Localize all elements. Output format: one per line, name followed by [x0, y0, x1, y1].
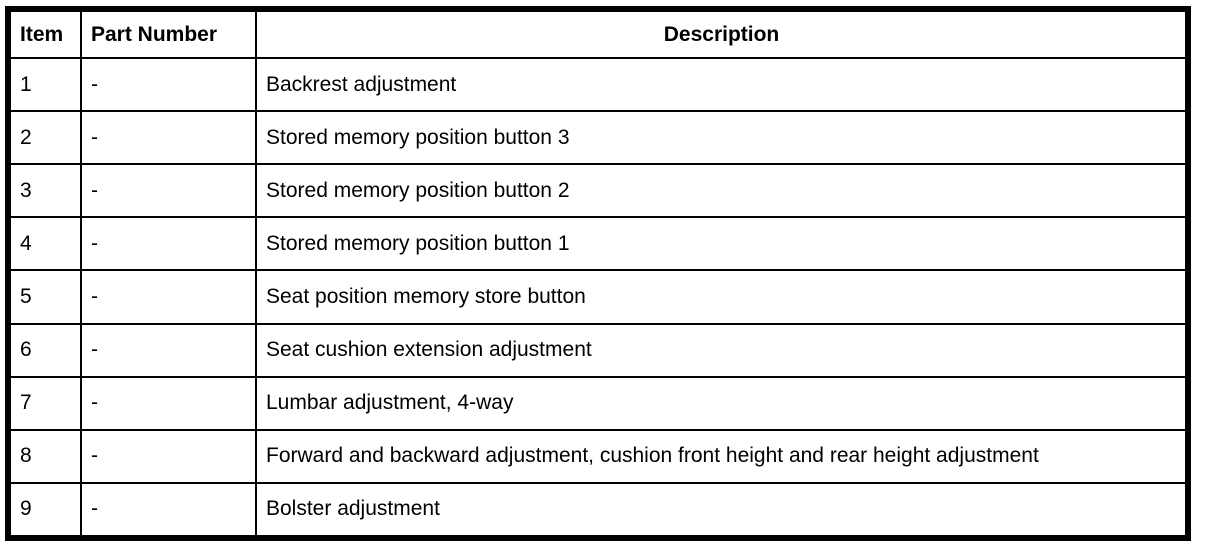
column-header-part-number: Part Number [80, 10, 257, 59]
part-number-cell: - [80, 269, 257, 325]
description-cell: Seat position memory store button [255, 269, 1187, 325]
description-cell: Seat cushion extension adjustment [255, 322, 1187, 378]
table-body: 1 - Backrest adjustment 2 - Stored memor… [9, 56, 1187, 538]
description-cell: Forward and backward adjustment, cushion… [255, 428, 1187, 484]
part-number-cell: - [80, 375, 257, 431]
description-cell: Stored memory position button 3 [255, 110, 1187, 166]
table-header-row: Item Part Number Description [9, 10, 1187, 59]
part-number-cell: - [80, 481, 257, 538]
table-row: 8 - Forward and backward adjustment, cus… [9, 428, 1187, 484]
table-row: 3 - Stored memory position button 2 [9, 163, 1187, 219]
part-number-cell: - [80, 163, 257, 219]
table-row: 6 - Seat cushion extension adjustment [9, 322, 1187, 378]
table-row: 7 - Lumbar adjustment, 4-way [9, 375, 1187, 431]
description-cell: Backrest adjustment [255, 56, 1187, 113]
description-cell: Bolster adjustment [255, 481, 1187, 538]
item-cell: 8 [9, 428, 82, 484]
item-cell: 7 [9, 375, 82, 431]
description-cell: Stored memory position button 2 [255, 163, 1187, 219]
parts-table: Item Part Number Description 1 - Backres… [9, 10, 1187, 538]
table-row: 9 - Bolster adjustment [9, 481, 1187, 538]
table-row: 1 - Backrest adjustment [9, 56, 1187, 113]
item-cell: 5 [9, 269, 82, 325]
part-number-cell: - [80, 56, 257, 113]
item-cell: 6 [9, 322, 82, 378]
item-cell: 2 [9, 110, 82, 166]
parts-table-frame: Item Part Number Description 1 - Backres… [5, 6, 1191, 541]
item-cell: 3 [9, 163, 82, 219]
item-cell: 4 [9, 216, 82, 272]
item-cell: 9 [9, 481, 82, 538]
column-header-item: Item [9, 10, 82, 59]
table-row: 4 - Stored memory position button 1 [9, 216, 1187, 272]
description-cell: Lumbar adjustment, 4-way [255, 375, 1187, 431]
part-number-cell: - [80, 110, 257, 166]
table-row: 5 - Seat position memory store button [9, 269, 1187, 325]
description-cell: Stored memory position button 1 [255, 216, 1187, 272]
part-number-cell: - [80, 216, 257, 272]
item-cell: 1 [9, 56, 82, 113]
table-row: 2 - Stored memory position button 3 [9, 110, 1187, 166]
part-number-cell: - [80, 428, 257, 484]
column-header-description: Description [255, 10, 1187, 59]
part-number-cell: - [80, 322, 257, 378]
